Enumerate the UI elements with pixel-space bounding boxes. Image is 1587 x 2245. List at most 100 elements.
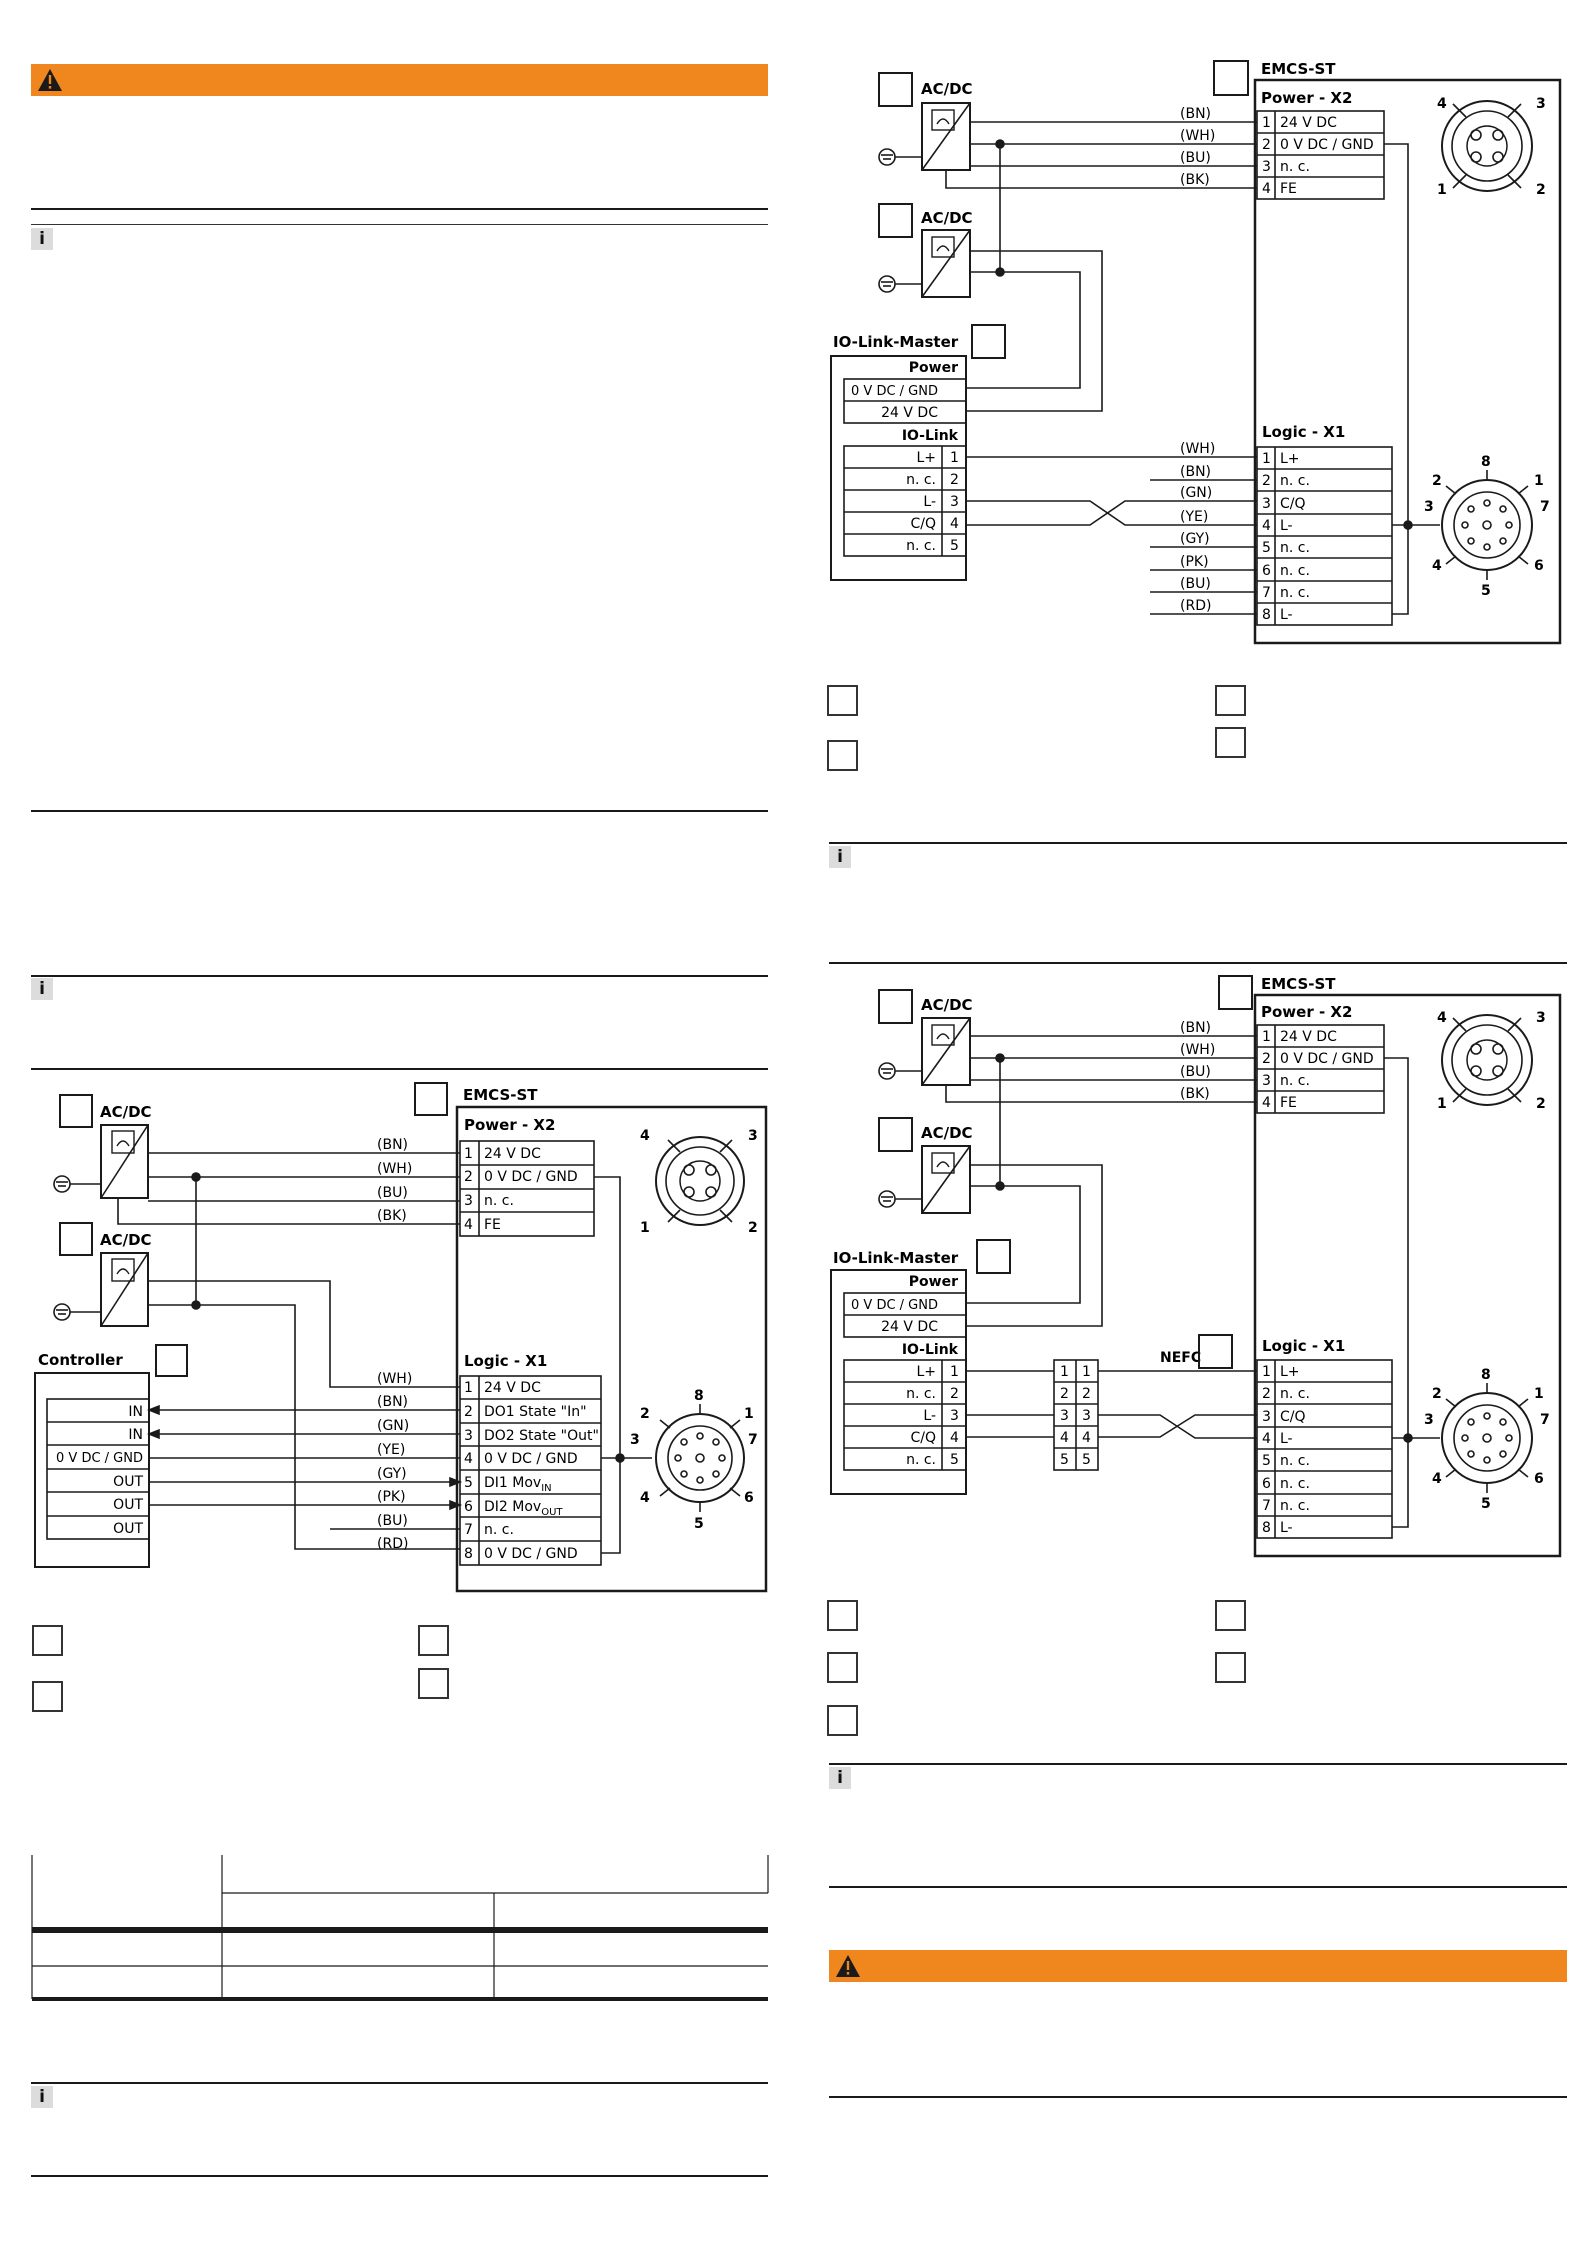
info-icon: i bbox=[31, 978, 53, 1000]
svg-text:1: 1 bbox=[1262, 451, 1271, 467]
emcs-housing bbox=[455, 1105, 768, 1593]
svg-text:3: 3 bbox=[1082, 1408, 1091, 1424]
item-key-box bbox=[878, 72, 913, 107]
svg-text:L-: L- bbox=[1280, 518, 1293, 534]
svg-text:n. c.: n. c. bbox=[484, 1193, 514, 1209]
svg-text:1: 1 bbox=[1534, 473, 1544, 489]
svg-text:L-: L- bbox=[1280, 607, 1293, 623]
svg-text:4: 4 bbox=[640, 1128, 650, 1144]
svg-text:(WH): (WH) bbox=[1180, 1042, 1215, 1058]
svg-text:5: 5 bbox=[1262, 540, 1271, 556]
item-key-box bbox=[414, 1082, 448, 1116]
svg-text:(BN): (BN) bbox=[377, 1394, 408, 1410]
svg-text:0 V DC / GND: 0 V DC / GND bbox=[484, 1451, 578, 1467]
svg-text:FE: FE bbox=[1280, 181, 1297, 197]
section-divider bbox=[829, 962, 1567, 964]
svg-text:5: 5 bbox=[1481, 583, 1491, 599]
section-divider bbox=[31, 208, 768, 210]
item-key-box bbox=[1198, 1334, 1233, 1369]
svg-text:1: 1 bbox=[950, 1364, 959, 1380]
svg-text:24 V DC: 24 V DC bbox=[1280, 115, 1337, 131]
m12-8pin-connector bbox=[1441, 1383, 1533, 1493]
svg-text:n. c.: n. c. bbox=[1280, 585, 1310, 601]
svg-text:3: 3 bbox=[1536, 1010, 1546, 1026]
warning-triangle-icon bbox=[836, 1955, 860, 1977]
svg-text:(YE): (YE) bbox=[377, 1442, 405, 1458]
svg-text:4: 4 bbox=[1437, 1010, 1447, 1026]
svg-text:EMCS-ST: EMCS-ST bbox=[1261, 60, 1336, 78]
svg-text:n. c.: n. c. bbox=[906, 1452, 936, 1468]
svg-text:OUT: OUT bbox=[113, 1474, 143, 1490]
svg-text:5: 5 bbox=[950, 1452, 959, 1468]
svg-text:n. c.: n. c. bbox=[1280, 473, 1310, 489]
svg-text:Power: Power bbox=[909, 1274, 958, 1290]
svg-text:24 V DC: 24 V DC bbox=[484, 1380, 541, 1396]
svg-text:7: 7 bbox=[748, 1432, 758, 1448]
m12-8pin-connector bbox=[655, 1404, 745, 1512]
svg-text:5: 5 bbox=[1262, 1453, 1271, 1469]
svg-text:7: 7 bbox=[1540, 499, 1550, 515]
svg-text:3: 3 bbox=[464, 1193, 473, 1209]
svg-text:DO2 State "Out": DO2 State "Out" bbox=[484, 1428, 599, 1444]
nefc-label: NEFC bbox=[1160, 1350, 1201, 1366]
svg-text:3: 3 bbox=[748, 1128, 758, 1144]
iolink-master-label: IO-Link-Master bbox=[833, 333, 959, 351]
legend-key-box bbox=[418, 1625, 449, 1656]
svg-text:1: 1 bbox=[464, 1380, 473, 1396]
svg-text:2: 2 bbox=[1060, 1386, 1069, 1402]
svg-text:(RD): (RD) bbox=[377, 1536, 408, 1552]
svg-text:2: 2 bbox=[1262, 1386, 1271, 1402]
svg-text:5: 5 bbox=[1060, 1452, 1069, 1468]
svg-text:3: 3 bbox=[1262, 159, 1271, 175]
item-key-box bbox=[59, 1222, 93, 1256]
svg-text:6: 6 bbox=[744, 1490, 754, 1506]
section-divider bbox=[31, 2175, 768, 2177]
item-key-box bbox=[59, 1094, 93, 1128]
section-divider bbox=[829, 1763, 1567, 1765]
svg-text:2: 2 bbox=[1536, 1096, 1546, 1112]
svg-text:24 V DC: 24 V DC bbox=[484, 1146, 541, 1162]
empty-data-table bbox=[31, 1855, 769, 2001]
svg-text:0 V DC / GND: 0 V DC / GND bbox=[851, 384, 938, 399]
svg-text:EMCS-ST: EMCS-ST bbox=[1261, 975, 1336, 993]
svg-text:(GY): (GY) bbox=[377, 1466, 407, 1482]
svg-text:IN: IN bbox=[128, 1404, 143, 1420]
svg-text:(WH): (WH) bbox=[1180, 128, 1215, 144]
ground-symbol-icon bbox=[878, 1190, 922, 1208]
item-key-box bbox=[976, 1239, 1011, 1274]
svg-text:1: 1 bbox=[1262, 115, 1271, 131]
svg-text:1: 1 bbox=[1060, 1364, 1069, 1380]
svg-text:3: 3 bbox=[950, 1408, 959, 1424]
svg-text:2: 2 bbox=[1536, 182, 1546, 198]
svg-text:AC/DC: AC/DC bbox=[921, 1124, 973, 1142]
svg-text:(PK): (PK) bbox=[377, 1489, 406, 1505]
svg-text:(GN): (GN) bbox=[377, 1418, 409, 1434]
svg-text:8: 8 bbox=[1481, 1367, 1491, 1383]
svg-text:24 V DC: 24 V DC bbox=[881, 405, 938, 421]
svg-text:L-: L- bbox=[923, 494, 936, 510]
controller-block bbox=[34, 1372, 150, 1568]
svg-text:(BU): (BU) bbox=[1180, 576, 1211, 592]
svg-text:2: 2 bbox=[464, 1169, 473, 1185]
svg-text:1: 1 bbox=[950, 450, 959, 466]
svg-text:7: 7 bbox=[464, 1522, 473, 1538]
svg-text:8: 8 bbox=[1262, 607, 1271, 623]
svg-text:4: 4 bbox=[1262, 1095, 1271, 1111]
svg-text:(BK): (BK) bbox=[1180, 172, 1210, 188]
svg-text:OUT: OUT bbox=[113, 1521, 143, 1537]
svg-text:DI1 MovIN: DI1 MovIN bbox=[484, 1475, 552, 1494]
svg-text:5: 5 bbox=[694, 1516, 704, 1532]
svg-text:FE: FE bbox=[484, 1217, 501, 1233]
svg-text:2: 2 bbox=[640, 1406, 650, 1422]
item-key-box bbox=[971, 324, 1006, 359]
ground-symbol-icon bbox=[878, 1062, 922, 1080]
svg-text:(WH): (WH) bbox=[377, 1161, 412, 1177]
svg-text:0 V DC / GND: 0 V DC / GND bbox=[851, 1298, 938, 1313]
emcs-title: EMCS-ST bbox=[463, 1086, 538, 1104]
svg-text:6: 6 bbox=[464, 1499, 473, 1515]
svg-text:IO-Link-Master: IO-Link-Master bbox=[833, 1249, 959, 1267]
svg-text:1: 1 bbox=[744, 1406, 754, 1422]
svg-text:5: 5 bbox=[464, 1475, 473, 1491]
legend-key-box bbox=[1215, 1652, 1246, 1683]
svg-text:L+: L+ bbox=[916, 450, 936, 466]
